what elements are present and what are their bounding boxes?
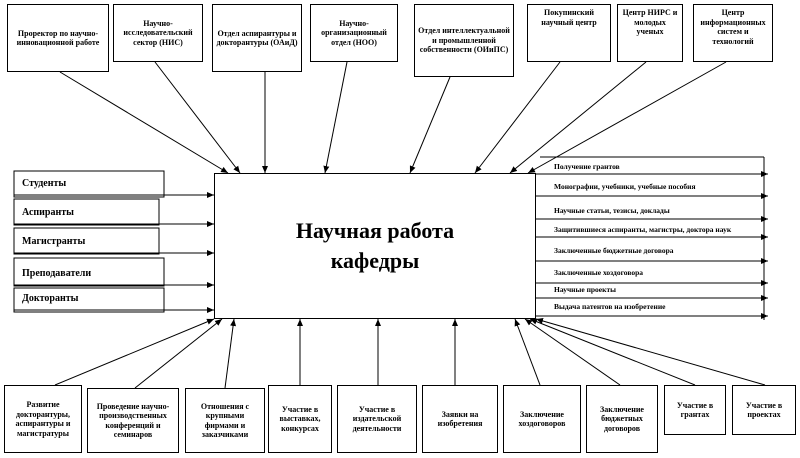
- top-box-nirs: Центр НИРС и молодых ученых: [617, 4, 683, 62]
- bottom-box-exhibitions: Участие в выставках, конкурсах: [268, 385, 332, 453]
- output-monographs: Монографии, учебники, учебные пособия: [554, 182, 696, 191]
- bottom-box-development: Развитие докторантуры, аспирантуры и маг…: [4, 385, 82, 453]
- arrow-top-8: [527, 61, 727, 174]
- arrow-top-7: [509, 61, 647, 174]
- output-defended: Защитившиеся аспиранты, магистры, доктор…: [554, 225, 732, 234]
- output-budget-contracts: Заключенные бюджетные договора: [554, 246, 674, 255]
- output-projects: Научные проекты: [554, 285, 616, 294]
- bottom-box-publishing: Участие в издательской деятельности: [337, 385, 417, 453]
- bottom-box-projects: Участие в проектах: [732, 385, 796, 435]
- input-masters: Магистранты: [22, 236, 86, 247]
- bottom-box-firms: Отношения с крупными фирмами и заказчика…: [185, 388, 265, 453]
- arrow-top-5: [409, 76, 451, 174]
- output-articles: Научные статьи, тезисы, доклады: [554, 206, 670, 215]
- center-box: Научная работа кафедры: [214, 173, 536, 319]
- input-postgrads: Аспиранты: [22, 207, 74, 218]
- bottom-box-budget-contracts: Заключение бюджетных договоров: [586, 385, 658, 453]
- arrow-top-2: [154, 61, 241, 174]
- bottom-box-conferences: Проведение научно-производственных конфе…: [87, 388, 179, 453]
- bottom-box-invention-apps: Заявки на изобретения: [422, 385, 498, 453]
- input-doctoral: Докторанты: [22, 293, 79, 304]
- output-patents: Выдача патентов на изобретение: [554, 302, 666, 311]
- top-box-prorector: Проректор по научно-инновационной работе: [7, 4, 109, 72]
- arrow-top-4: [323, 61, 348, 174]
- top-box-noo: Научно-организационный отдел (НОО): [310, 4, 398, 62]
- output-grants: Получение грантов: [554, 162, 620, 171]
- bottom-box-business-contracts: Заключение хоздоговоров: [503, 385, 581, 453]
- arrow-top-6: [474, 61, 561, 174]
- arrow-top-1: [59, 71, 229, 174]
- center-title-line1: Научная работа: [295, 218, 455, 243]
- top-box-oiips: Отдел интеллектуальной и промышленной со…: [414, 4, 514, 77]
- top-box-oaid: Отдел аспирантуры и докторантуры (ОАиД): [212, 4, 302, 72]
- top-box-pokupinsky: Покупинский научный центр: [527, 4, 611, 62]
- top-box-nis: Научно-исследовательский сектор (НИС): [113, 4, 203, 62]
- center-title-line2: кафедры: [330, 248, 420, 273]
- bottom-box-grants: Участие в грантах: [664, 385, 726, 435]
- output-business-contracts: Заключенные хоздоговора: [554, 268, 644, 277]
- input-students: Студенты: [22, 178, 67, 189]
- top-box-cist: Центр информационных систем и технологий: [693, 4, 773, 62]
- input-teachers: Преподаватели: [22, 268, 92, 279]
